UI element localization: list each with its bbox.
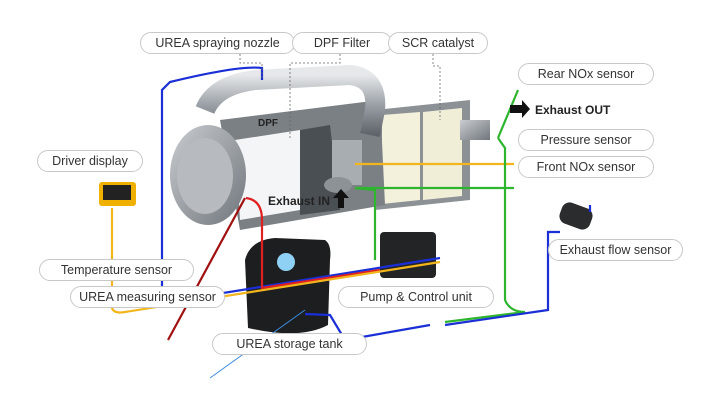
exhaust-out-label: Exhaust OUT: [535, 103, 611, 117]
label-pressure-sensor: Pressure sensor: [518, 129, 654, 151]
exhaust-in-label: Exhaust IN: [268, 194, 331, 208]
label-urea-spraying-nozzle: UREA spraying nozzle: [140, 32, 295, 54]
label-urea-measuring-sensor: UREA measuring sensor: [70, 286, 225, 308]
scr-catalyst-body: [375, 100, 490, 210]
exhaust-in-arrow-icon: [333, 189, 349, 208]
label-driver-display: Driver display: [37, 150, 143, 172]
label-rear-nox-sensor: Rear NOx sensor: [518, 63, 654, 85]
label-front-nox-sensor: Front NOx sensor: [518, 156, 654, 178]
exhaust-flow-sensor-device: [559, 202, 593, 230]
exhaust-out-arrow-icon: [510, 100, 530, 118]
dpf-body: [170, 64, 386, 230]
label-urea-storage-tank: UREA storage tank: [212, 333, 367, 355]
dpf-label: DPF: [258, 118, 278, 129]
driver-display-device: [99, 182, 136, 206]
label-scr-catalyst: SCR catalyst: [388, 32, 488, 54]
label-temperature-sensor: Temperature sensor: [39, 259, 194, 281]
label-dpf-filter: DPF Filter: [292, 32, 392, 54]
leader-lines: [239, 50, 441, 140]
label-exhaust-flow-sensor: Exhaust flow sensor: [548, 239, 683, 261]
label-pump-control-unit: Pump & Control unit: [338, 286, 494, 308]
wiring: [110, 66, 592, 379]
